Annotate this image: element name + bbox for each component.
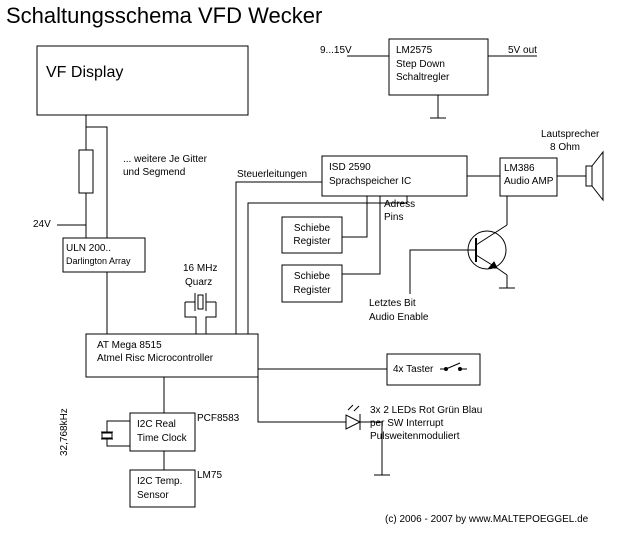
speaker-cone (591, 150, 604, 202)
shift-register-1-label-1: Schiebe (293, 223, 331, 234)
regulator-output-label: 5V out (508, 45, 537, 56)
temp-box (129, 469, 196, 508)
temp-label-2: Sensor (137, 490, 169, 501)
mcu-label-1: AT Mega 8515 (97, 340, 162, 351)
regulator-name-3: Schaltregler (396, 72, 450, 83)
steuerleitungen-label: Steuerleitungen (237, 169, 308, 180)
speaker-coil (585, 165, 593, 187)
quarz-label-1: 16 MHz (183, 263, 218, 274)
voltage-24v-label: 24V (33, 219, 51, 230)
lm386-box (499, 157, 558, 197)
regulator-input-label: 9...15V (320, 45, 352, 56)
lm386-label-1: LM386 (504, 163, 535, 174)
shift-register-2-box (281, 264, 343, 303)
led-diode (345, 414, 362, 430)
vf-resistor (78, 149, 94, 194)
regulator-name-2: Step Down (396, 59, 445, 70)
rtc-crystal (101, 432, 113, 439)
adress-label-1: Adress (384, 199, 416, 210)
vf-display-label: VF Display (46, 64, 124, 81)
gitter-note-1: ... weitere Je Gitter (123, 154, 207, 165)
uln-label-1: ULN 200.. (66, 243, 112, 254)
vf-display-box (36, 45, 249, 116)
mcu-box (85, 333, 259, 378)
speaker-label-2: 8 Ohm (550, 142, 581, 153)
uln-label-2: Darlington Array (66, 256, 131, 266)
shift-register-1-label-2: Register (293, 236, 331, 247)
leds-label-1: 3x 2 LEDs Rot Grün Blau (370, 405, 483, 416)
rtc-label-2: Time Clock (137, 433, 187, 444)
temp-label-1: I2C Temp. (137, 476, 183, 487)
shift-register-1-box (281, 216, 343, 254)
copyright: (c) 2006 - 2007 by www.MALTEPOEGGEL.de (385, 514, 589, 525)
lm75-label: LM75 (197, 470, 223, 481)
rtc-label-1: I2C Real (137, 419, 176, 430)
quartz-crystal (197, 294, 204, 310)
isd-label-1: ISD 2590 (329, 162, 371, 173)
quarz-label-2: Quarz (185, 277, 213, 288)
speaker-label-1: Lautsprecher (541, 129, 600, 140)
diagram-title: Schaltungsschema VFD Wecker (6, 3, 323, 28)
crystal-32-label: 32,768kHz (59, 408, 70, 456)
pcf-label: PCF8583 (197, 413, 240, 424)
isd-label-2: Sprachspeicher IC (329, 176, 412, 187)
shift-register-2-label-1: Schiebe (293, 271, 331, 282)
gitter-note-2: und Segmend (123, 167, 186, 178)
leds-label-3: Pulsweitenmoduliert (370, 431, 460, 442)
uln-box (62, 237, 146, 273)
shift-register-2-label-2: Register (293, 285, 331, 296)
regulator-name-1: LM2575 (396, 45, 433, 56)
taster-label: 4x Taster (393, 364, 434, 375)
lm386-label-2: Audio AMP (504, 176, 554, 187)
letztes-bit-label-2: Audio Enable (369, 312, 429, 323)
adress-label-2: Pins (384, 212, 404, 223)
mcu-label-2: Atmel Risc Microcontroller (97, 353, 214, 364)
letztes-bit-label-1: Letztes Bit (369, 298, 416, 309)
leds-label-2: per SW Interrupt (370, 418, 444, 429)
rtc-box (129, 412, 196, 452)
